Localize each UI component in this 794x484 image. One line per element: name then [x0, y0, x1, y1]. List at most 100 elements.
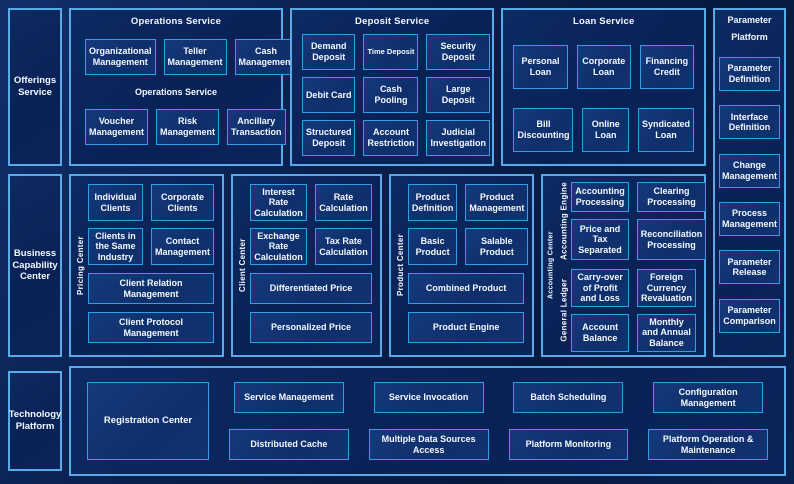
- box-account-balance: Account Balance: [571, 313, 629, 352]
- operations-service-subtitle: Operations Service: [134, 87, 217, 97]
- technology-platform-rail: Technology Platform: [8, 371, 62, 471]
- general-ledger-grid: Carry-over of Profit and Loss Foreign Cu…: [571, 269, 696, 352]
- box-cash-pooling: Cash Pooling: [363, 77, 419, 113]
- box-interface-definition: Interface Definition: [719, 105, 780, 140]
- box-corporate-clients: Corporate Clients: [151, 184, 215, 221]
- box-teller-management: Teller Management: [163, 39, 227, 75]
- upper-section: Offerings Service Operations Service Org…: [8, 8, 786, 357]
- box-product-engine: Product Engine: [407, 312, 525, 343]
- box-structured-deposit: Structured Deposit: [301, 120, 356, 156]
- box-rate-calculation: Rate Calculation: [314, 184, 372, 221]
- box-debit-card: Debit Card: [301, 77, 356, 113]
- offerings-service-label: Offerings Service: [13, 75, 57, 98]
- deposit-grid: Demand Deposit Time Deposit Security Dep…: [301, 34, 490, 156]
- box-multiple-data-sources-access: Multiple Data Sources Access: [368, 429, 489, 460]
- operations-row-1: Organizational Management Teller Managem…: [85, 39, 298, 75]
- box-client-protocol-management: Client Protocol Management: [88, 312, 215, 343]
- box-platform-monitoring: Platform Monitoring: [508, 429, 629, 460]
- operations-service-title: Operations Service: [130, 16, 222, 27]
- box-online-loan: Online Loan: [582, 108, 629, 152]
- box-voucher-management: Voucher Management: [85, 109, 149, 145]
- parameter-boxes: Parameter Definition Interface Definitio…: [719, 43, 780, 347]
- parameter-title-line2: Platform: [731, 31, 768, 42]
- box-process-management: Process Management: [719, 202, 780, 237]
- business-capability-label: Business Capability Center: [12, 247, 58, 283]
- box-corporate-loan: Corporate Loan: [576, 45, 631, 89]
- box-risk-management: Risk Management: [156, 109, 220, 145]
- box-salable-product: Salable Product: [465, 228, 529, 265]
- box-carry-over-profit-loss: Carry-over of Profit and Loss: [571, 269, 629, 307]
- box-financing-credit: Financing Credit: [639, 45, 694, 89]
- box-clients-same-industry: Clients in the Same Industry: [88, 228, 144, 265]
- technology-platform-panel: Registration Center Service Management D…: [69, 366, 786, 476]
- main-column: Offerings Service Operations Service Org…: [8, 8, 707, 357]
- box-client-relation-management: Client Relation Management: [88, 273, 215, 304]
- box-distributed-cache: Distributed Cache: [229, 429, 349, 460]
- general-ledger-label: General Ledger: [559, 278, 569, 342]
- box-service-management: Service Management: [233, 382, 344, 413]
- operations-row-2: Voucher Management Risk Management Ancil…: [85, 109, 286, 145]
- pricing-center-label: Pricing Center: [76, 236, 85, 295]
- tech-column-3: Batch Scheduling Platform Monitoring: [508, 382, 629, 460]
- loan-service-panel: Loan Service Personal Loan Corporate Loa…: [501, 8, 706, 166]
- box-clearing-processing: Clearing Processing: [636, 182, 707, 213]
- box-platform-operation-maintenance: Platform Operation & Maintenance: [648, 429, 768, 460]
- deposit-service-title: Deposit Service: [355, 16, 430, 27]
- product-center-panel: Product Center Product Definition Produc…: [388, 174, 535, 357]
- loan-row-2: Bill Discounting Online Loan Syndicated …: [513, 108, 694, 152]
- box-ancillary-transaction: Ancillary Transaction: [227, 109, 286, 145]
- box-cash-management: Cash Management: [234, 39, 298, 75]
- accounting-center-label: Accounting Center: [547, 231, 555, 300]
- tech-column-1: Service Management Distributed Cache: [229, 382, 349, 460]
- box-monthly-annual-balance: Monthly and Annual Balance: [636, 313, 696, 352]
- box-registration-center: Registration Center: [87, 382, 209, 460]
- product-grid: Product Definition Product Management Ba…: [407, 184, 529, 265]
- box-differentiated-price: Differentiated Price: [250, 273, 372, 304]
- box-demand-deposit: Demand Deposit: [301, 34, 356, 70]
- client-grid: Interest Rate Calculation Rate Calculati…: [250, 184, 372, 265]
- business-capability-rail: Business Capability Center: [8, 174, 62, 357]
- tech-column-2: Service Invocation Multiple Data Sources…: [368, 382, 489, 460]
- box-personal-loan: Personal Loan: [513, 45, 568, 89]
- box-service-invocation: Service Invocation: [373, 382, 484, 413]
- client-center-content: Interest Rate Calculation Rate Calculati…: [250, 184, 372, 347]
- box-judicial-investigation: Judicial Investigation: [426, 120, 490, 156]
- box-tax-rate-calculation: Tax Rate Calculation: [314, 228, 372, 265]
- capability-row: Business Capability Center Pricing Cente…: [8, 174, 707, 357]
- product-center-label: Product Center: [395, 234, 405, 297]
- box-personalized-price: Personalized Price: [250, 312, 372, 343]
- box-large-deposit: Large Deposit: [426, 77, 490, 113]
- box-configuration-management: Configuration Management: [653, 382, 764, 413]
- box-security-deposit: Security Deposit: [426, 34, 490, 70]
- tech-column-4: Configuration Management Platform Operat…: [648, 382, 768, 460]
- box-interest-rate-calculation: Interest Rate Calculation: [250, 184, 307, 221]
- client-center-panel: Client Center Interest Rate Calculation …: [231, 174, 382, 357]
- box-parameter-release: Parameter Release: [719, 250, 780, 285]
- box-parameter-comparison: Parameter Comparison: [719, 298, 780, 333]
- loan-service-title: Loan Service: [572, 16, 635, 27]
- parameter-platform-title: Parameter Platform: [719, 15, 780, 43]
- box-product-management: Product Management: [465, 184, 529, 221]
- operations-service-panel: Operations Service Organizational Manage…: [69, 8, 298, 166]
- box-reconciliation-processing: Reconciliation Processing: [636, 219, 707, 260]
- pricing-center-content: Individual Clients Corporate Clients Cli…: [88, 184, 215, 347]
- deposit-service-panel: Deposit Service Demand Deposit Time Depo…: [289, 8, 495, 166]
- pricing-center-panel: Pricing Center Individual Clients Corpor…: [69, 174, 225, 357]
- box-accounting-processing: Accounting Processing: [571, 182, 629, 213]
- box-contact-management: Contact Management: [151, 228, 215, 265]
- box-individual-clients: Individual Clients: [88, 184, 144, 221]
- parameter-title-line1: Parameter: [727, 15, 772, 25]
- accounting-engine-group: Accounting Engine Accounting Processing …: [557, 182, 707, 260]
- box-bill-discounting: Bill Discounting: [513, 108, 574, 152]
- loan-row-1: Personal Loan Corporate Loan Financing C…: [513, 45, 694, 89]
- box-time-deposit: Time Deposit: [363, 34, 419, 70]
- client-center-label: Client Center: [238, 238, 248, 293]
- box-parameter-definition: Parameter Definition: [719, 57, 780, 92]
- box-basic-product: Basic Product: [407, 228, 458, 265]
- accounting-engine-label: Accounting Engine: [559, 182, 569, 260]
- box-price-tax-separated: Price and Tax Separated: [571, 219, 629, 260]
- parameter-platform-panel: Parameter Platform Parameter Definition …: [713, 8, 786, 357]
- accounting-engine-grid: Accounting Processing Clearing Processin…: [571, 182, 707, 260]
- box-batch-scheduling: Batch Scheduling: [513, 382, 624, 413]
